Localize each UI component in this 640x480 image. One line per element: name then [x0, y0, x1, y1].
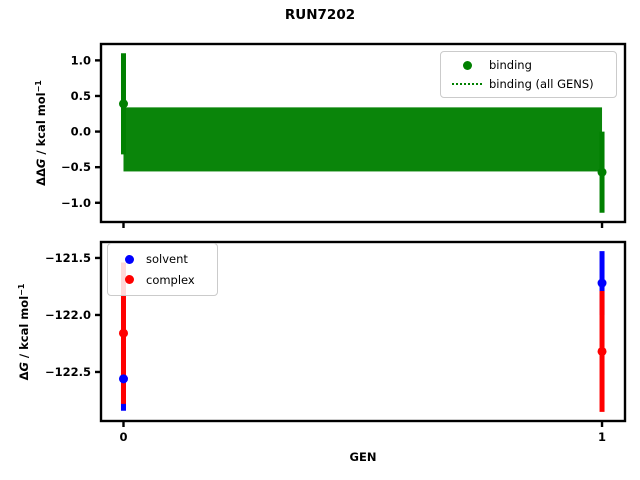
binding-marker	[597, 167, 607, 177]
x-tick-label: 1	[598, 430, 606, 444]
legend-item-binding-all-gens: binding (all GENS)	[445, 77, 612, 91]
top-plot: 1.0 0.5 0.0 −0.5 −1.0	[61, 42, 627, 228]
top-ylabel-superscript: −1	[33, 80, 43, 93]
top-ylabel-deltas: ΔΔ	[34, 168, 48, 186]
solvent-marker	[597, 278, 607, 288]
y-tick-label: 0.5	[71, 89, 91, 103]
legend-label-complex: complex	[146, 272, 195, 287]
figure-title: RUN7202	[284, 7, 356, 23]
y-tick-label: −121.5	[45, 251, 91, 265]
bottom-ylabel-units: / kcal mol	[17, 295, 31, 363]
top-y-axis-label: ΔΔG / kcal mol−1	[33, 80, 49, 186]
complex-dot-icon	[112, 275, 146, 285]
binding-dot-icon	[445, 60, 489, 70]
axes-frame	[99, 42, 627, 224]
y-tick-label: −122.5	[45, 365, 91, 379]
legend-item-solvent: solvent	[112, 252, 213, 266]
all-gens-band	[123, 107, 603, 172]
bottom-ylabel-superscript: −1	[16, 283, 26, 296]
legend-item-complex: complex	[112, 273, 213, 287]
top-ylabel-g: G	[34, 158, 48, 169]
y-tick-label: 1.0	[71, 53, 91, 67]
dotted-line-icon	[445, 82, 489, 85]
legend-label-binding-all-gens: binding (all GENS)	[489, 76, 594, 91]
solvent-marker	[118, 374, 128, 384]
bottom-y-axis-label: ΔG / kcal mol−1	[16, 283, 32, 381]
axes-frame	[99, 240, 627, 423]
bottom-plot-legend: solvent complex	[107, 243, 218, 296]
bottom-ylabel-g: G	[17, 362, 31, 372]
legend-item-binding: binding	[445, 58, 612, 72]
y-tick-label: 0.0	[71, 125, 91, 139]
x-tick-label: 0	[119, 430, 127, 444]
bottom-ylabel-deltas: Δ	[17, 371, 31, 381]
bottom-plot: −121.5 −122.0 −122.5 0 1	[45, 240, 627, 444]
solvent-dot-icon	[112, 254, 146, 264]
complex-marker	[597, 346, 607, 356]
complex-marker	[118, 328, 128, 338]
x-axis-label: GEN	[349, 450, 377, 464]
top-ylabel-units: / kcal mol	[34, 92, 48, 159]
top-plot-legend: binding binding (all GENS)	[440, 51, 617, 98]
y-tick-label: −122.0	[45, 308, 91, 322]
y-tick-label: −1.0	[61, 196, 91, 210]
binding-marker	[118, 99, 128, 109]
legend-label-solvent: solvent	[146, 252, 188, 267]
y-tick-label: −0.5	[61, 160, 91, 174]
legend-label-binding: binding	[489, 58, 532, 73]
